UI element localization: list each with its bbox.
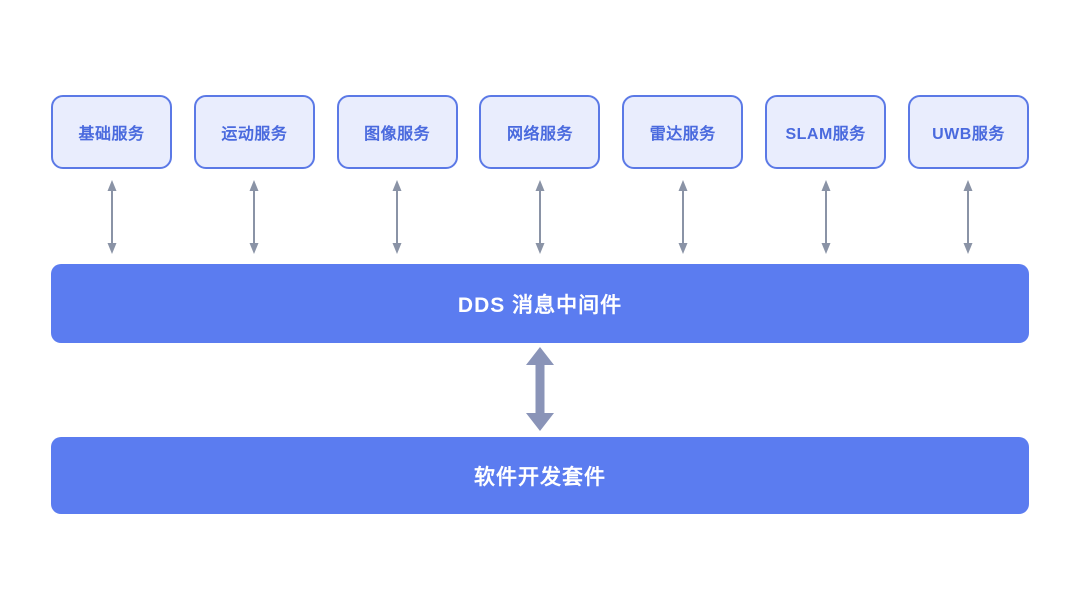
- service-label-basic: 基础服务: [78, 126, 145, 143]
- double-arrow-icon: [963, 180, 973, 254]
- double-arrow-icon: [392, 180, 402, 254]
- service-box-image: 图像服务: [336, 95, 458, 169]
- service-box-slam: SLAM服务: [765, 95, 887, 169]
- service-label-uwb: UWB服务: [932, 126, 1005, 143]
- double-arrow-icon: [249, 180, 259, 254]
- double-arrow-icon: [821, 180, 831, 254]
- service-col-slam: SLAM服务: [765, 95, 887, 255]
- dds-sdk-double-arrow-icon: [526, 347, 554, 431]
- sdk-bar: 软件开发套件: [51, 437, 1029, 514]
- service-label-image: 图像服务: [364, 126, 431, 143]
- service-col-basic: 基础服务: [51, 95, 172, 255]
- double-arrow-icon: [678, 180, 688, 254]
- service-col-uwb: UWB服务: [907, 95, 1029, 255]
- services-row: 基础服务 运动服务 图像服务: [51, 95, 1029, 255]
- service-label-network: 网络服务: [506, 126, 573, 143]
- service-box-network: 网络服务: [479, 95, 601, 169]
- service-col-network: 网络服务: [479, 95, 601, 255]
- service-box-radar: 雷达服务: [622, 95, 744, 169]
- double-arrow-icon: [107, 180, 116, 254]
- service-box-basic: 基础服务: [51, 95, 172, 169]
- service-label-slam: SLAM服务: [785, 126, 866, 143]
- sdk-label: 软件开发套件: [474, 465, 606, 489]
- service-box-motion: 运动服务: [193, 95, 315, 169]
- service-col-image: 图像服务: [336, 95, 458, 255]
- service-label-motion: 运动服务: [221, 126, 288, 143]
- service-col-motion: 运动服务: [193, 95, 315, 255]
- dds-middleware-bar: DDS 消息中间件: [51, 264, 1029, 343]
- dds-middleware-label: DDS 消息中间件: [457, 293, 623, 317]
- service-col-radar: 雷达服务: [622, 95, 744, 255]
- double-arrow-icon: [535, 180, 545, 254]
- service-box-uwb: UWB服务: [907, 95, 1029, 169]
- service-label-radar: 雷达服务: [649, 126, 716, 143]
